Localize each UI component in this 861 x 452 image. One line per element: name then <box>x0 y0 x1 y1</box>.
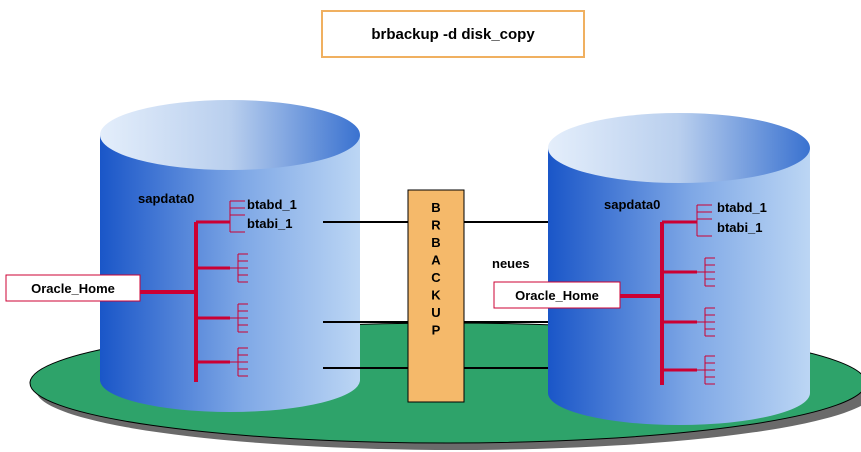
title-box <box>321 10 585 58</box>
right-file-tree <box>620 204 716 385</box>
brbackup-letter: R <box>431 218 441 233</box>
brbackup-letter: A <box>431 253 441 268</box>
right-disk <box>548 113 810 425</box>
title-text: brbackup -d disk_copy <box>371 26 535 43</box>
brbackup-box <box>407 189 465 403</box>
right-home-box <box>493 281 621 309</box>
brbackup-letter: K <box>431 288 441 303</box>
right-file-label-1: btabd_1 <box>717 200 767 215</box>
left-disk <box>100 100 360 412</box>
left-sapdata-label: sapdata0 <box>138 191 194 206</box>
left-home-box <box>5 274 141 302</box>
brbackup-letter: U <box>431 305 440 320</box>
right-home-label: Oracle_Home <box>515 288 599 303</box>
right-sapdata-label: sapdata0 <box>604 197 660 212</box>
left-file-tree <box>140 200 249 382</box>
brbackup-letter: P <box>432 323 441 338</box>
right-note-label: neues <box>492 256 530 271</box>
left-file-label-2: btabi_1 <box>247 216 293 231</box>
left-home-label: Oracle_Home <box>31 281 115 296</box>
brbackup-letter: B <box>431 200 440 215</box>
left-file-label-1: btabd_1 <box>247 197 297 212</box>
right-file-label-2: btabi_1 <box>717 220 763 235</box>
brbackup-letter: C <box>431 270 441 285</box>
brbackup-letter: B <box>431 235 440 250</box>
